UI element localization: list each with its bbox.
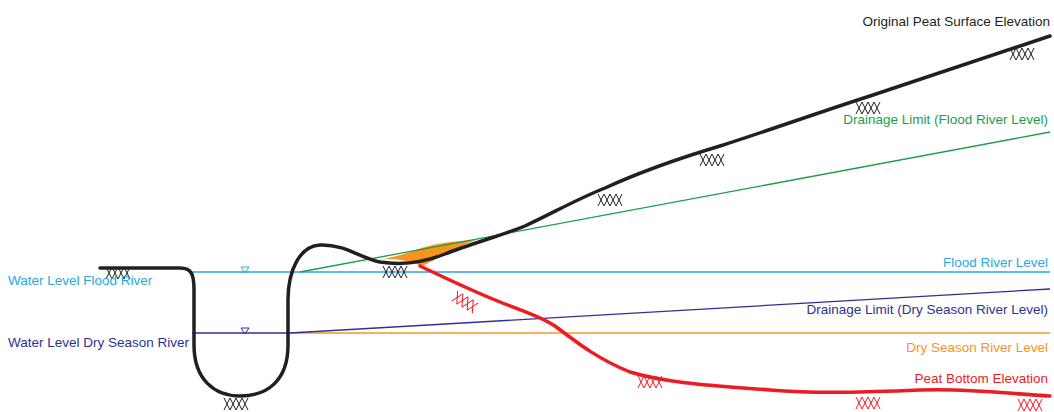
drainage-limit-label: Drainage Limit (Flood River Level) [843, 112, 1048, 128]
level-label: Flood River Level [943, 255, 1048, 271]
hatch-mark [598, 194, 622, 206]
peat-bottom [420, 266, 1050, 396]
bottom-label: Peat Bottom Elevation [914, 371, 1048, 387]
drainage-limit-flood-line [300, 132, 1050, 272]
level-label: Dry Season River Level [906, 340, 1048, 356]
hatch-mark [700, 154, 724, 166]
dry-season-water-line [192, 332, 290, 333]
water-level-marker [241, 267, 249, 273]
drainage-limit-dry-line [290, 289, 1050, 333]
water-level-label: Water Level Flood River [8, 273, 152, 289]
water-level-marker [241, 328, 249, 334]
hatch-mark [383, 266, 407, 278]
flood-river-level-line [192, 271, 1050, 272]
hatch-mark [856, 397, 880, 409]
peat-surface [100, 36, 1050, 396]
dry-season-level-line [290, 332, 1050, 333]
water-level-label: Water Level Dry Season River [8, 335, 189, 351]
hatch-mark [638, 376, 662, 388]
hatch-mark [224, 398, 248, 410]
soil-hatching [106, 48, 1042, 411]
hatch-mark [1010, 48, 1034, 60]
hatch-mark [452, 291, 479, 313]
drainage-limit-label: Drainage Limit (Dry Season River Level) [806, 302, 1048, 318]
hatch-mark [1018, 399, 1042, 411]
surface-label: Original Peat Surface Elevation [862, 14, 1050, 30]
